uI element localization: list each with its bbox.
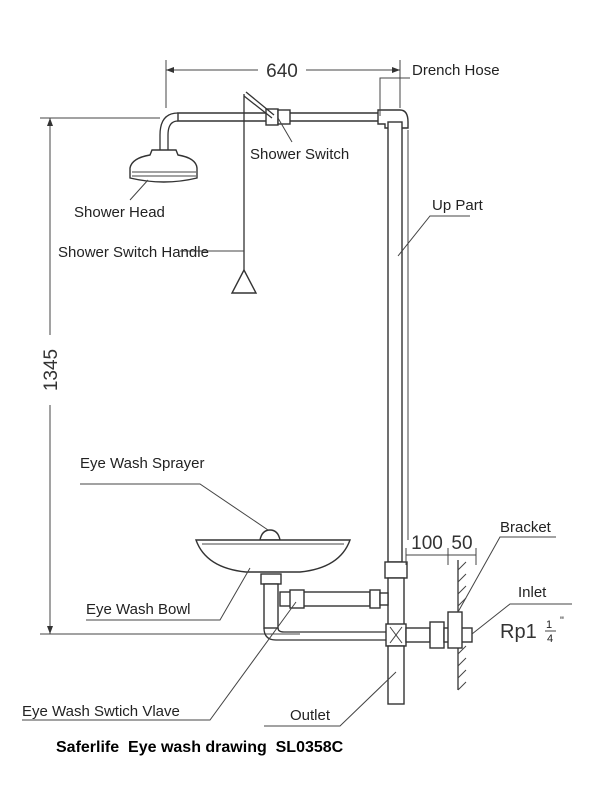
eye-wash-assembly bbox=[195, 529, 395, 641]
inlet-size-text: Rp1 bbox=[500, 621, 537, 643]
label-up-part: Up Part bbox=[432, 197, 484, 214]
label-shower-head: Shower Head bbox=[74, 204, 165, 221]
inlet-size-label: Rp1 1 4 " bbox=[500, 615, 564, 645]
label-bracket: Bracket bbox=[500, 519, 552, 536]
inlet-assembly bbox=[385, 560, 473, 705]
leader-lines bbox=[22, 77, 572, 727]
pull-handle-icon bbox=[230, 268, 258, 294]
label-eye-wash-bowl: Eye Wash Bowl bbox=[86, 601, 190, 618]
dimension-offset-a-label: 100 bbox=[411, 533, 443, 554]
label-eye-wash-switch-valve: Eye Wash Swtich Vlave bbox=[22, 703, 180, 720]
inlet-fraction-den: 4 bbox=[547, 633, 553, 645]
drawing-caption: Saferlife Eye wash drawing SL0358C bbox=[56, 739, 344, 756]
label-eye-wash-sprayer: Eye Wash Sprayer bbox=[80, 455, 205, 472]
label-inlet: Inlet bbox=[518, 584, 547, 601]
inlet-quote: " bbox=[560, 615, 564, 627]
inlet-fraction-num: 1 bbox=[546, 619, 552, 631]
dimension-width-label: 640 bbox=[266, 61, 298, 82]
shower-assembly bbox=[129, 91, 409, 294]
dimension-height-label: 1345 bbox=[41, 349, 62, 391]
label-drench-hose: Drench Hose bbox=[412, 62, 500, 79]
label-outlet: Outlet bbox=[290, 707, 331, 724]
label-shower-switch-handle: Shower Switch Handle bbox=[58, 244, 209, 261]
label-shower-switch: Shower Switch bbox=[250, 146, 349, 163]
dimension-width: 640 bbox=[165, 60, 401, 108]
bowl-icon bbox=[195, 539, 351, 573]
dimension-offset: 100 50 bbox=[405, 533, 477, 565]
dimension-offset-b-label: 50 bbox=[451, 533, 472, 554]
shower-head-icon bbox=[129, 149, 198, 183]
up-part-pipe bbox=[384, 121, 409, 629]
dimension-height: 1345 bbox=[40, 117, 300, 635]
sprayer-icon bbox=[259, 529, 281, 541]
